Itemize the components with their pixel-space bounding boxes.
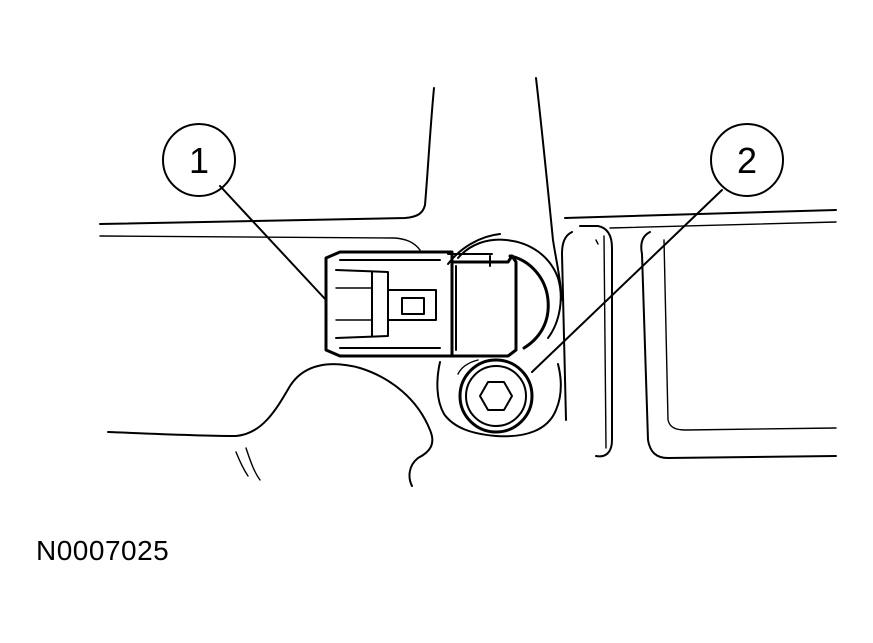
leader-line-1 — [219, 185, 327, 301]
sensor-bolt — [457, 358, 534, 434]
callout-1: 1 — [162, 123, 236, 197]
callout-2: 2 — [710, 123, 784, 197]
leader-line-2 — [531, 189, 723, 373]
camshaft-sensor — [324, 250, 518, 358]
figure-code: N0007025 — [36, 535, 170, 566]
engine-casting-outline — [99, 77, 837, 487]
callout-2-label: 2 — [737, 140, 757, 181]
callout-1-label: 1 — [189, 140, 209, 181]
sensor-mount-boss — [447, 233, 562, 350]
